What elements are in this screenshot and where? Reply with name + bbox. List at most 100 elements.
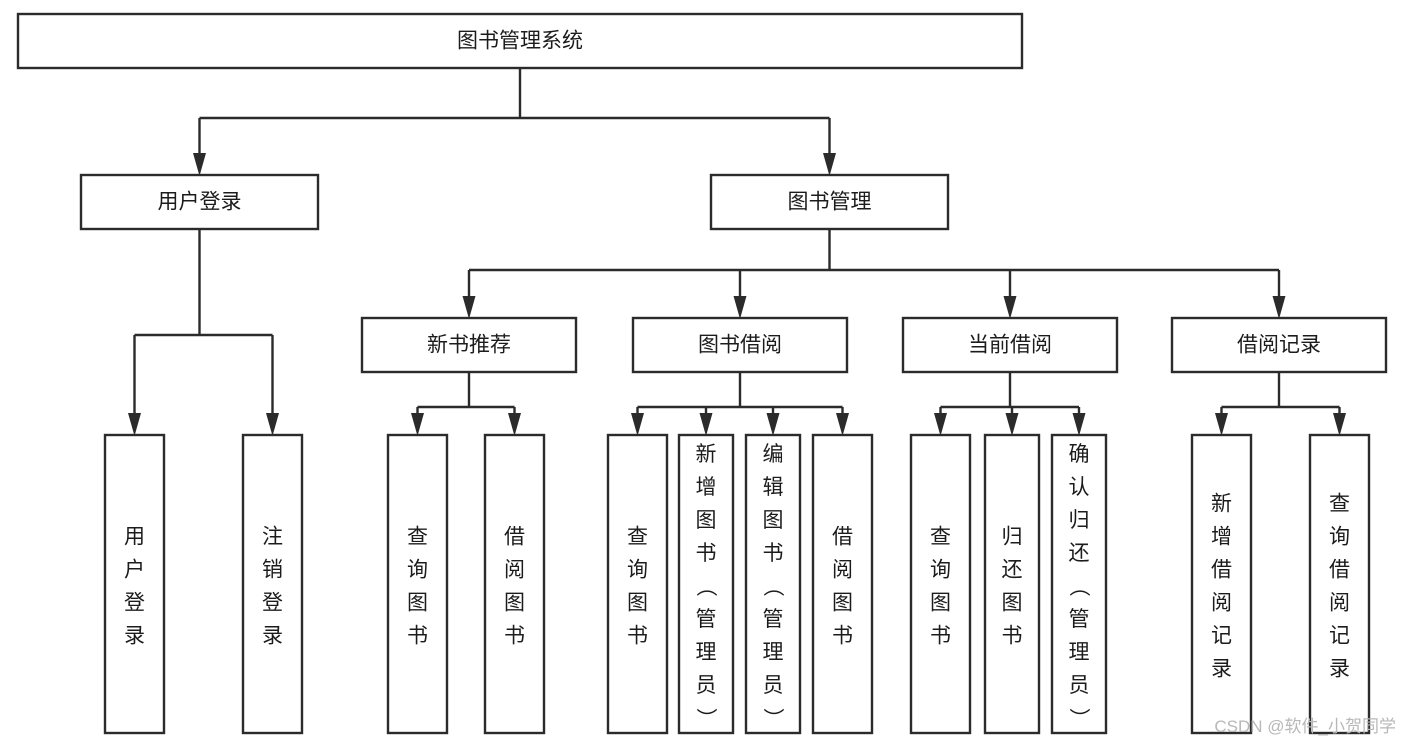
node-label: 图书管理系统	[457, 30, 583, 53]
node-label-char: 新	[696, 443, 717, 466]
arrow-head-icon	[193, 153, 206, 176]
node-label-char: 理	[696, 641, 717, 664]
node-new-book-rec[interactable]: 新书推荐	[360, 316, 578, 374]
node-label-char: 员	[763, 674, 784, 697]
node-box[interactable]	[1190, 433, 1253, 735]
arrow-head-icon	[766, 413, 780, 436]
node-label: 图书借阅	[698, 334, 782, 357]
node-label-char: 书	[627, 625, 648, 648]
arrow-head-icon	[836, 413, 849, 436]
node-leaf-user-login[interactable]: 用户登录	[103, 433, 166, 735]
arrow-head-icon	[823, 153, 836, 176]
node-box[interactable]	[386, 433, 449, 735]
node-box[interactable]	[483, 433, 546, 735]
node-box[interactable]	[1170, 316, 1388, 374]
node-label-char: （	[761, 576, 784, 597]
node-label-char: 录	[124, 625, 145, 648]
node-label-char: 询	[627, 559, 648, 582]
node-book-borrow[interactable]: 图书借阅	[631, 316, 849, 374]
node-label: 借阅记录	[1237, 334, 1321, 357]
node-label-char: 书	[763, 542, 784, 565]
connector-group-root	[193, 68, 836, 176]
connector-group-user-login	[128, 229, 279, 436]
node-label-char: 图	[763, 509, 784, 532]
connector-lines-layer	[128, 68, 1346, 436]
node-box[interactable]	[16, 12, 1024, 70]
node-box[interactable]	[677, 433, 735, 735]
node-label-char: 新	[1211, 493, 1232, 516]
node-box[interactable]	[241, 433, 304, 735]
connector-group-book-borrow	[631, 372, 849, 436]
node-label-char: 借	[504, 526, 525, 549]
node-label-char: 销	[262, 559, 283, 582]
arrow-head-icon	[733, 296, 747, 319]
node-box[interactable]	[606, 433, 669, 735]
connector-group-borrow-record	[1215, 372, 1346, 436]
node-label-char: 图	[696, 509, 717, 532]
node-label-char: 图	[504, 592, 525, 615]
node-label-char: 书	[1002, 625, 1023, 648]
node-label-char: 图	[627, 592, 648, 615]
node-box[interactable]	[360, 316, 578, 374]
node-label-char: 还	[1069, 542, 1090, 565]
node-box[interactable]	[103, 433, 166, 735]
node-box[interactable]	[901, 316, 1119, 374]
node-label-char: 用	[124, 526, 145, 549]
node-label-char: 增	[696, 476, 717, 499]
node-label-char: 编	[763, 443, 784, 466]
node-label: 图书管理	[788, 191, 872, 214]
node-box[interactable]	[983, 433, 1041, 735]
node-box[interactable]	[811, 433, 874, 735]
node-label-char: 认	[1069, 476, 1090, 499]
node-label-char: 阅	[1329, 592, 1350, 615]
arrow-head-icon	[508, 413, 521, 436]
node-label-char: 归	[1002, 526, 1023, 549]
csdn-watermark: CSDN @软件_小贺同学	[1214, 717, 1396, 736]
node-user-login[interactable]: 用户登录	[79, 173, 320, 231]
node-label-char: 书	[930, 625, 951, 648]
node-box[interactable]	[709, 173, 950, 231]
node-box[interactable]	[744, 433, 802, 735]
node-label-char: 管	[763, 608, 784, 631]
node-box[interactable]	[909, 433, 972, 735]
node-box[interactable]	[1308, 433, 1371, 735]
node-label-char: 借	[832, 526, 853, 549]
node-current-borrow[interactable]: 当前借阅	[901, 316, 1119, 374]
node-label-char: 归	[1069, 509, 1090, 532]
node-label-char: 阅	[504, 559, 525, 582]
node-borrow-record[interactable]: 借阅记录	[1170, 316, 1388, 374]
node-box[interactable]	[79, 173, 320, 231]
arrow-head-icon	[1005, 413, 1019, 436]
node-box[interactable]	[1050, 433, 1108, 735]
arrow-head-icon	[411, 413, 424, 436]
node-label-char: 录	[1211, 658, 1232, 681]
node-label-char: 户	[124, 559, 145, 582]
node-label-char: 员	[696, 674, 717, 697]
node-label-char: （	[1067, 576, 1090, 597]
node-book-manage[interactable]: 图书管理	[709, 173, 950, 231]
node-root[interactable]: 图书管理系统	[16, 12, 1024, 70]
node-label-char: （	[694, 576, 717, 597]
node-label-char: 查	[930, 526, 951, 549]
node-label-char: 增	[1211, 526, 1232, 549]
node-label-char: 员	[1069, 674, 1090, 697]
arrow-head-icon	[266, 413, 279, 436]
node-label-char: 阅	[1211, 592, 1232, 615]
node-label-char: 记	[1329, 625, 1350, 648]
node-label: 新书推荐	[427, 334, 511, 357]
node-label-char: 查	[1329, 493, 1350, 516]
node-box[interactable]	[631, 316, 849, 374]
